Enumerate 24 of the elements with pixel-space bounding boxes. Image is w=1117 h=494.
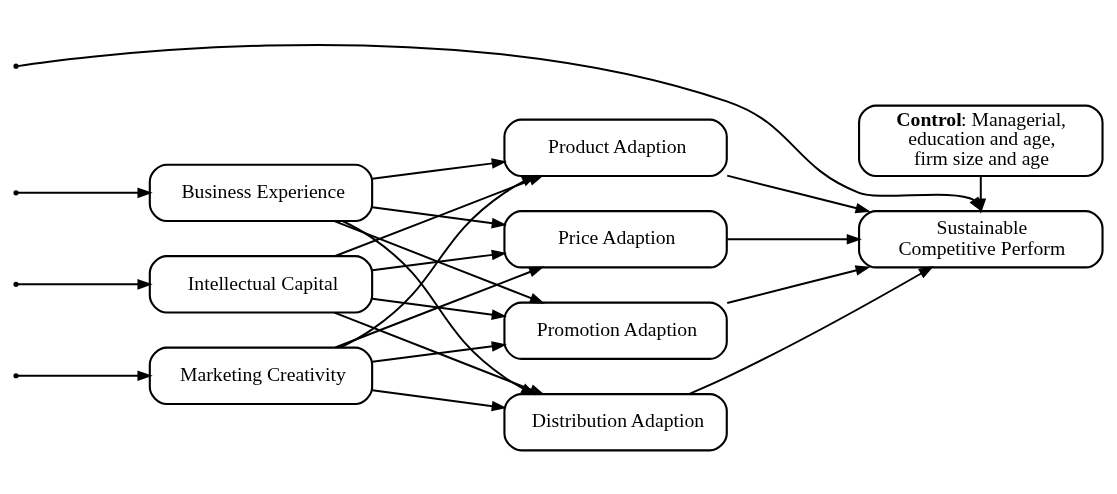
arrow <box>687 265 934 395</box>
arrow <box>371 205 507 228</box>
arrow <box>371 388 507 411</box>
arrow <box>16 369 153 381</box>
arrow <box>371 297 507 320</box>
arrow <box>726 174 871 213</box>
arrow <box>333 219 546 304</box>
arrow <box>371 249 507 271</box>
node-box: Product Adaption <box>503 118 728 177</box>
arrow <box>371 340 507 363</box>
arrow <box>726 264 871 304</box>
arrow <box>371 157 507 180</box>
node-box: Promotion Adaption <box>503 301 728 360</box>
node-box: Price Adaption <box>503 209 728 268</box>
arrow <box>16 187 153 198</box>
node-box: Distribution Adaption <box>503 392 728 451</box>
node-box: Control: Managerial, education and age, firm size and age <box>858 104 1104 177</box>
arrow <box>726 233 862 245</box>
node-box: Sustainable Competitive Perform <box>858 209 1104 268</box>
node-box: Business Experience <box>148 163 374 222</box>
arrow <box>334 265 545 348</box>
node-box: Marketing Creativity <box>148 346 374 405</box>
arrow <box>16 278 153 290</box>
node-box: Intellectual Capital <box>148 254 374 313</box>
